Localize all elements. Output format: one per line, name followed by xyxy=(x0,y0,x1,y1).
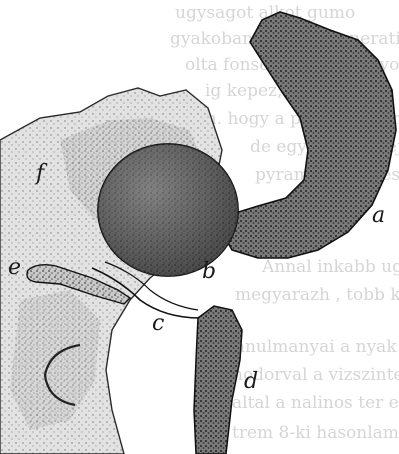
label-e: e xyxy=(8,255,21,280)
bg-line: tanulmanyai a nyak kellekei koz xyxy=(228,337,399,357)
bg-line: megyarazh , tobb kenen xyxy=(235,285,399,305)
label-d: d xyxy=(244,369,258,394)
bg-line: trem 8-ki hasonlampemonom ugy xyxy=(232,423,399,443)
label-c: c xyxy=(152,311,164,336)
label-a: a xyxy=(372,203,385,228)
bg-line: Annal inkabb ugy xyxy=(261,257,399,277)
label-b: b xyxy=(202,259,216,284)
sphere-stipple xyxy=(98,144,238,276)
bg-line: altal a nalinos ter em mert Eleje xyxy=(232,393,399,413)
